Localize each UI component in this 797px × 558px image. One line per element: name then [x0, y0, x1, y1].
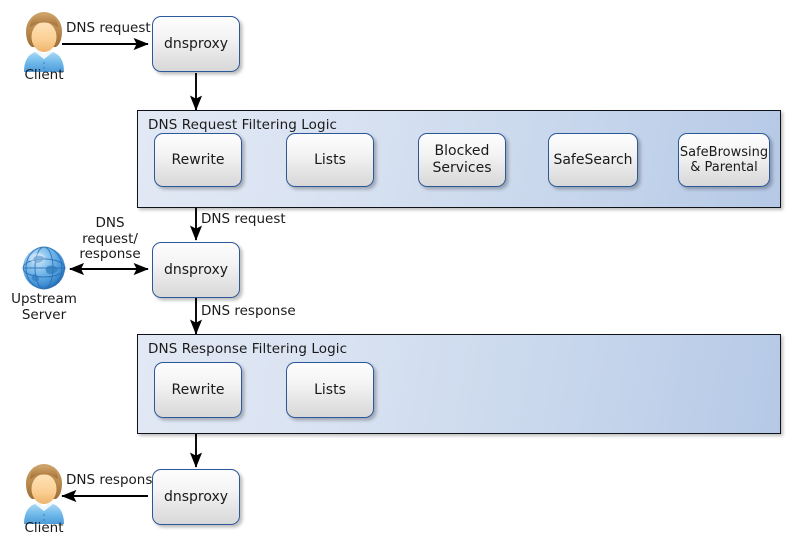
node-dnsproxy-top[interactable]: dnsproxy — [152, 16, 240, 72]
node-dnsproxy-upstream[interactable]: dnsproxy — [152, 242, 240, 298]
node-response-lists[interactable]: Lists — [286, 362, 374, 418]
client-bottom-caption: Client — [24, 520, 64, 536]
group-title-response: DNS Response Filtering Logic — [148, 341, 348, 357]
user-avatar-icon — [24, 464, 64, 524]
group-dns-response-filtering: DNS Response Filtering Logic — [137, 334, 781, 434]
node-response-rewrite[interactable]: Rewrite — [154, 362, 242, 418]
edge-label-upstream-exchange: DNS request/ response — [79, 215, 141, 263]
node-request-lists[interactable]: Lists — [286, 133, 374, 187]
group-title-request: DNS Request Filtering Logic — [148, 117, 338, 133]
edge-label-client-to-proxy: DNS request — [66, 20, 151, 36]
node-request-blocked-services[interactable]: Blocked Services — [418, 133, 506, 187]
edge-label-proxy-to-response-group: DNS response — [201, 303, 296, 319]
user-avatar-icon — [24, 12, 64, 72]
node-dnsproxy-bottom[interactable]: dnsproxy — [152, 469, 240, 525]
client-top-caption: Client — [24, 67, 64, 83]
globe-icon — [22, 246, 66, 290]
edge-label-proxy-to-request-group: DNS request — [201, 211, 286, 227]
node-request-rewrite[interactable]: Rewrite — [154, 133, 242, 187]
node-request-safebrowsing-parental[interactable]: SafeBrowsing & Parental — [678, 133, 770, 187]
edge-label-proxy-to-client: DNS response — [66, 472, 161, 488]
upstream-server-caption: Upstream Server — [11, 291, 77, 323]
node-request-safesearch[interactable]: SafeSearch — [548, 133, 638, 187]
